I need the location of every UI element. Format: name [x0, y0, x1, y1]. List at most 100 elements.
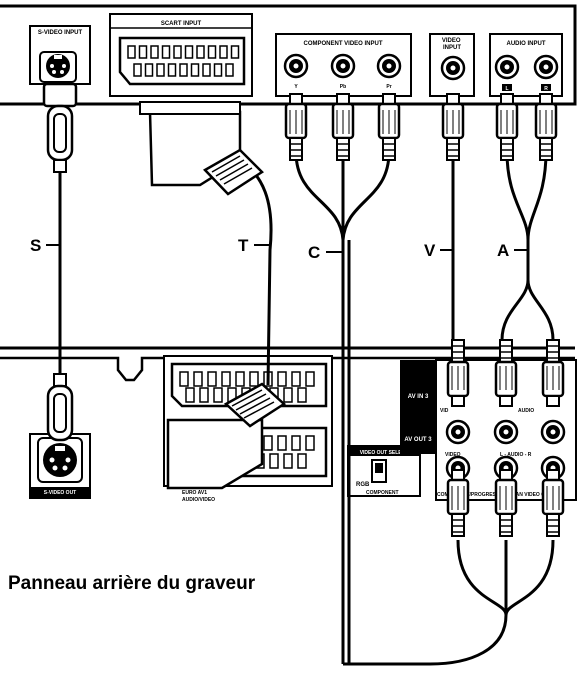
audio-r-label: R: [544, 86, 548, 92]
cable-label-t: T: [238, 236, 249, 255]
rca-plug-video-top: [441, 92, 465, 162]
audio-video-label: AUDIO/VIDEO: [182, 497, 215, 503]
scart-pin: [213, 63, 223, 77]
av-out3-video-label: VIDEO: [445, 452, 461, 458]
scart-pin: [213, 387, 223, 403]
scart-pin: [297, 387, 307, 403]
rca-plug-audio-r-top: [534, 92, 558, 162]
cable-labels: S T C V A: [30, 236, 528, 262]
svideo-out-jack-icon: [43, 443, 77, 477]
scart-pin: [127, 45, 136, 59]
scart-pin: [207, 371, 217, 387]
scart-pin: [167, 63, 177, 77]
tv-scart-input: SCART INPUT: [109, 13, 253, 97]
rca-plug-pr-out: [541, 468, 565, 538]
av-out3-audio-r-jack-icon: [540, 419, 566, 445]
av-out3-audio-label: L - AUDIO - R: [500, 452, 532, 458]
scart-pin: [207, 45, 217, 59]
tv-video-input: VIDEO INPUT: [429, 33, 475, 97]
scart-pin: [179, 63, 188, 77]
video-jack-icon: [440, 55, 466, 81]
scart-pin: [221, 371, 231, 387]
recorder-rear-panel-caption: Panneau arrière du graveur: [8, 573, 256, 594]
scart-pin: [196, 45, 205, 59]
scart-input-label: SCART INPUT: [161, 21, 202, 27]
rca-plug-pb-top: [331, 92, 355, 162]
scart-pin: [199, 387, 209, 403]
scart-cable: [239, 158, 273, 386]
rca-plug-audio-r-avin3: [541, 338, 565, 408]
scart-pin: [161, 45, 171, 59]
euro-av1-label: EURO AV1: [182, 490, 207, 496]
audio-r-jack-icon: [533, 54, 559, 80]
scart-pin: [190, 63, 200, 77]
scart-pin: [291, 371, 301, 387]
scart-pin: [235, 371, 245, 387]
rca-plug-pb-out: [494, 468, 518, 538]
scart-pin: [219, 45, 228, 59]
scart-pin: [283, 387, 293, 403]
component-y-jack-icon: [283, 53, 309, 79]
video-out-select-label: VIDEO OUT SELECT: [360, 450, 409, 456]
audio-input-label: AUDIO INPUT: [507, 41, 546, 47]
scart-pin: [291, 435, 301, 451]
video-input-label: VIDEO INPUT: [442, 38, 462, 51]
svideo-plug-top: [42, 82, 78, 173]
scart-pin: [277, 371, 287, 387]
audio-l-jack-icon: [494, 54, 520, 80]
scart-pin: [230, 45, 240, 59]
component-out-cable: [343, 539, 555, 666]
tv-rear-panel: S-VIDEO INPUT SCART INPUT COMPONENT VIDE…: [0, 4, 577, 106]
scart-pin: [144, 63, 154, 77]
scart-pin: [263, 435, 273, 451]
component-pb-label: Pb: [340, 84, 346, 90]
audio-cable: [500, 151, 555, 341]
scart-pins: [127, 45, 240, 77]
scart-pin: [138, 45, 148, 59]
scart-plug-bottom: [166, 382, 287, 490]
scart-pin: [283, 453, 293, 469]
scart-plug-top: [139, 101, 264, 196]
scart-pin: [225, 63, 234, 77]
cable-label-a: A: [497, 241, 509, 260]
av-in3-label: AV IN 3: [408, 394, 429, 400]
rca-plug-video-avin3: [446, 338, 470, 408]
scart-pin: [202, 63, 211, 77]
rca-plug-audio-l-top: [495, 92, 519, 162]
component-label: COMPONENT: [366, 490, 399, 496]
tv-audio-input: AUDIO INPUT L R: [489, 33, 563, 97]
svideo-plug-bottom: [46, 373, 74, 442]
av-out3-audio-l-jack-icon: [493, 419, 519, 445]
cable-label-s: S: [30, 236, 41, 255]
audio-l-label: L: [505, 86, 508, 92]
rgb-label: RGB: [356, 482, 370, 488]
component-input-label: COMPONENT VIDEO INPUT: [303, 41, 382, 47]
scart-pin: [305, 435, 315, 451]
scart-pin: [305, 371, 315, 387]
svideo-out-label: S-VIDEO OUT: [44, 490, 77, 496]
tv-svideo-input: S-VIDEO INPUT: [29, 25, 91, 85]
scart-pin: [184, 45, 194, 59]
scart-pin: [173, 45, 182, 59]
av-out3-video-jack-icon: [445, 419, 471, 445]
rca-plug-y-out: [446, 468, 470, 538]
scart-pin: [297, 453, 307, 469]
cable-label-v: V: [424, 241, 436, 260]
tv-component-input: COMPONENT VIDEO INPUT Y Pb Pr: [275, 33, 412, 97]
scart-pin: [277, 435, 287, 451]
recorder-svideo-out: S-VIDEO OUT: [29, 433, 91, 499]
av-in3-video-label: VID: [440, 408, 449, 414]
rca-plug-audio-l-avin3: [494, 338, 518, 408]
scart-pin: [179, 371, 189, 387]
av-out3-label: AV OUT 3: [404, 437, 432, 443]
scart-pin: [249, 371, 259, 387]
av-in3-audio-label: AUDIO: [518, 408, 534, 414]
rca-plug-pr-top: [377, 92, 401, 162]
scart-pin: [185, 387, 195, 403]
component-pr-jack-icon: [376, 53, 402, 79]
recorder-rear-panel: S-VIDEO OUT EURO AV1 AUDIO/VIDEO VIDEO O…: [0, 346, 577, 503]
scart-pin: [156, 63, 165, 77]
scart-pin: [133, 63, 142, 77]
component-pr-label: Pr: [386, 84, 391, 90]
